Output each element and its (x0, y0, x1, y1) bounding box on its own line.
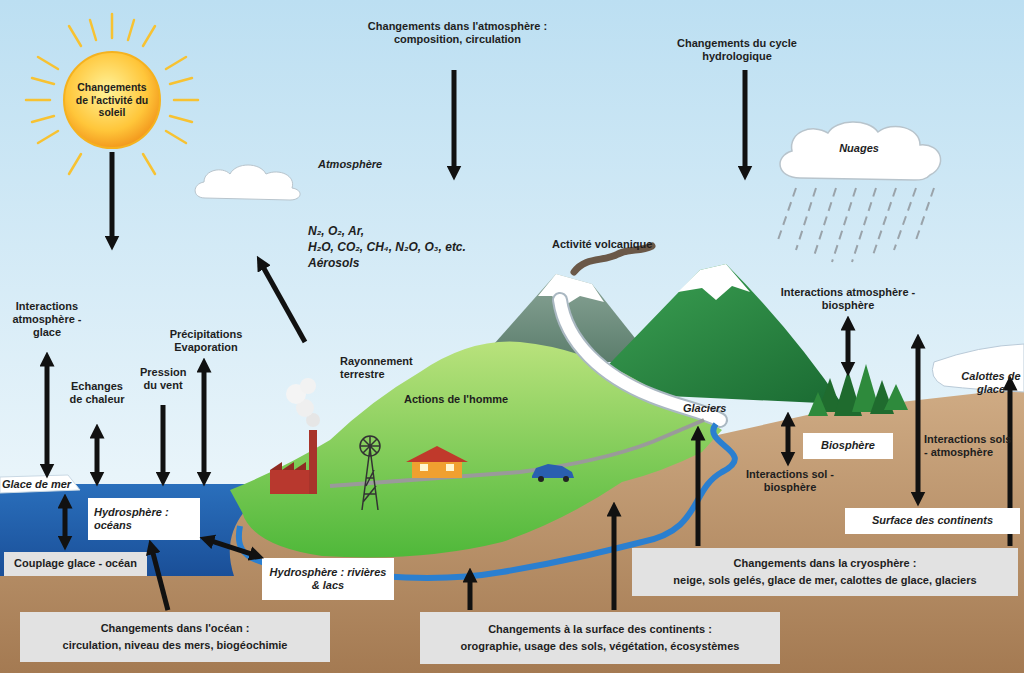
house (406, 446, 468, 478)
text-label: Pression du vent (140, 366, 186, 392)
node-heading: Changements dans la cryosphère : (734, 557, 917, 570)
sun-rays (26, 14, 198, 174)
sphere-box: Hydrosphère : rivières & lacs (262, 558, 394, 600)
text-label: H₂O, CO₂, CH₄, N₂O, O₃, etc. (308, 240, 498, 254)
rain (778, 188, 934, 262)
connector-arrow (152, 550, 168, 610)
connector-arrow (210, 540, 255, 555)
text-label: Activité volcanique (552, 238, 682, 251)
text-label: Glaciers (683, 402, 743, 415)
text-label: N₂, O₂, Ar, (308, 224, 478, 238)
forest (808, 364, 908, 416)
road (330, 420, 704, 486)
ocean (0, 484, 260, 576)
sphere-box: Hydrosphère : océans (88, 498, 200, 540)
node-body: orographie, usage des sols, végétation, … (461, 640, 740, 653)
node-heading: Changements de l'activité du soleil (72, 81, 152, 119)
sphere-box: Biosphère (803, 433, 893, 459)
cloud-node: Nuages (770, 118, 948, 184)
text-label: Interactions sol - biosphère (740, 468, 840, 494)
text-label: Changements du cycle hydrologique (667, 37, 807, 63)
text-label: Interactions atmosphère - biosphère (773, 286, 923, 312)
text-label: Changements dans l'atmosphère : composit… (350, 20, 565, 46)
text-label: Précipitations Evaporation (154, 328, 258, 354)
change-box: Changements à la surface des continents … (420, 612, 780, 664)
node-heading: Changements à la surface des continents … (488, 623, 712, 636)
node-body: circulation, niveau des mers, biogéochim… (63, 639, 288, 652)
snowcap (678, 264, 750, 300)
snowcap (538, 274, 604, 306)
node-heading: Biosphère (821, 439, 875, 452)
node-body: neige, sols gelés, glace de mer, calotte… (673, 574, 976, 587)
node-heading: Nuages (839, 142, 879, 155)
node-heading: Hydrosphère : rivières & lacs (268, 566, 388, 592)
text-label: Glace de mer (2, 478, 92, 491)
text-label: Actions de l'homme (404, 393, 534, 406)
text-label: Calottes de glace (958, 370, 1024, 396)
text-label: Aérosols (308, 256, 408, 270)
node-heading: Hydrosphère : océans (94, 506, 194, 532)
change-box: Changements dans la cryosphère : neige, s… (632, 548, 1018, 596)
node-heading: Surface des continents (872, 514, 993, 527)
text-label: Interactions sols - atmosphère (924, 433, 1014, 459)
node-heading: Couplage glace - océan (14, 557, 137, 570)
text-label: Interactions atmosphère - glace (2, 300, 92, 340)
windmill (360, 436, 380, 510)
text-label: Atmosphère (318, 158, 418, 171)
node-heading: Changements dans l'océan : (101, 622, 250, 635)
text-label: Echanges de chaleur (68, 380, 126, 406)
car (532, 464, 574, 482)
sphere-box: Surface des continents (845, 508, 1020, 534)
sun-node: Changements de l'activité du soleil (62, 50, 162, 150)
factory (270, 378, 320, 494)
coupling-box: Couplage glace - océan (4, 552, 147, 576)
change-box: Changements dans l'océan : circulation, n… (20, 612, 330, 662)
small-cloud (195, 165, 300, 200)
text-label: Rayonnement terrestre (340, 355, 430, 381)
land (230, 342, 722, 558)
